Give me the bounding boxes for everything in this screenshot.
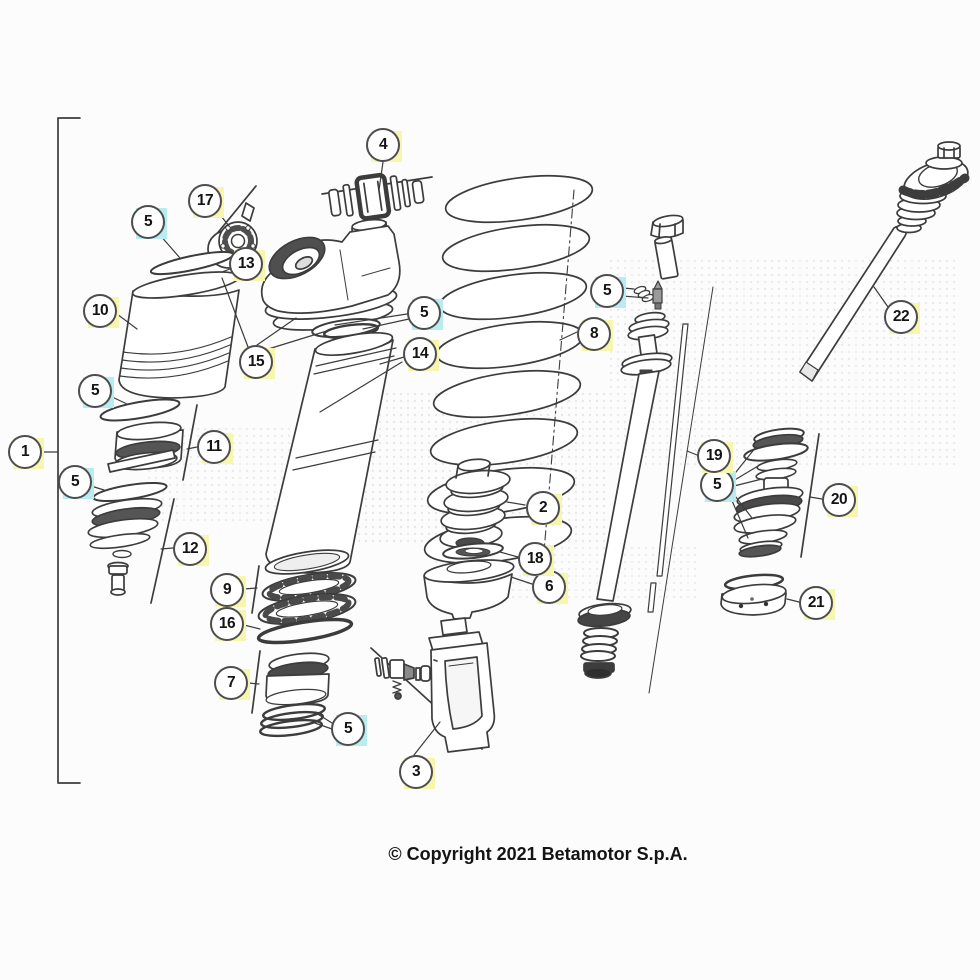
callout-12[interactable]: 12 xyxy=(173,532,209,566)
callout-7[interactable]: 7 xyxy=(214,666,250,700)
callout-number: 9 xyxy=(210,573,244,607)
spring-seat-part-6 xyxy=(423,559,515,620)
callout-number: 13 xyxy=(229,247,263,281)
leader-lines xyxy=(42,161,889,756)
callout-10[interactable]: 10 xyxy=(83,294,119,328)
callout-15[interactable]: 15 xyxy=(239,345,275,379)
bleed-screw xyxy=(374,657,431,700)
callout-5[interactable]: 5 xyxy=(131,205,167,239)
callout-number: 5 xyxy=(131,205,165,239)
callout-5[interactable]: 5 xyxy=(331,712,367,746)
callout-number: 19 xyxy=(697,439,731,473)
mounting-hardware-part-4 xyxy=(321,172,433,221)
seal-head-part-11 xyxy=(99,398,198,481)
o-rings-part-5-7 xyxy=(259,702,326,738)
callout-11[interactable]: 11 xyxy=(197,430,233,464)
callout-8[interactable]: 8 xyxy=(577,317,613,351)
callout-number: 5 xyxy=(590,274,624,308)
callout-9[interactable]: 9 xyxy=(210,573,246,607)
callout-17[interactable]: 17 xyxy=(188,184,224,218)
damper-body-part-14 xyxy=(264,331,397,575)
callout-number: 21 xyxy=(799,586,833,620)
callout-number: 14 xyxy=(403,337,437,371)
callout-number: 15 xyxy=(239,345,273,379)
rebound-adjuster-parts-part-5 xyxy=(633,214,684,310)
shaft-part-22 xyxy=(799,141,970,382)
callout-number: 2 xyxy=(526,491,560,525)
bracket-part-1 xyxy=(57,117,81,784)
callout-number: 16 xyxy=(210,607,244,641)
callout-number: 5 xyxy=(78,374,112,408)
copyright-text: © Copyright 2021 Betamotor S.p.A. xyxy=(388,844,688,864)
callout-5[interactable]: 5 xyxy=(58,465,94,499)
rebound-rod-assembly xyxy=(577,311,673,679)
callout-5[interactable]: 5 xyxy=(700,468,736,502)
callout-number: 5 xyxy=(331,712,365,746)
callout-number: 1 xyxy=(8,435,42,469)
callout-4[interactable]: 4 xyxy=(366,128,402,162)
piston-part-7 xyxy=(251,650,330,738)
callout-13[interactable]: 13 xyxy=(229,247,265,281)
bottom-plate-part-21 xyxy=(720,573,787,616)
washer-part-18 xyxy=(442,542,504,560)
callout-20[interactable]: 20 xyxy=(822,483,858,517)
callout-5[interactable]: 5 xyxy=(78,374,114,408)
callout-number: 18 xyxy=(518,542,552,576)
callout-22[interactable]: 22 xyxy=(884,300,920,334)
clevis-part-3 xyxy=(370,617,496,753)
callout-number: 20 xyxy=(822,483,856,517)
callout-19[interactable]: 19 xyxy=(697,439,733,473)
bump-stop-part-2 xyxy=(439,458,511,549)
callout-21[interactable]: 21 xyxy=(799,586,835,620)
callout-number: 5 xyxy=(58,465,92,499)
callout-number: 12 xyxy=(173,532,207,566)
callout-18[interactable]: 18 xyxy=(518,542,554,576)
callout-number: 5 xyxy=(407,296,441,330)
callout-number: 8 xyxy=(577,317,611,351)
outer-sleeve-part-10 xyxy=(118,250,241,399)
callout-number: 3 xyxy=(399,755,433,789)
needle-rod-part-19 xyxy=(647,286,714,694)
callout-number: 4 xyxy=(366,128,400,162)
callout-5[interactable]: 5 xyxy=(407,296,443,330)
callout-5[interactable]: 5 xyxy=(590,274,626,308)
callout-14[interactable]: 14 xyxy=(403,337,439,371)
callout-number: 7 xyxy=(214,666,248,700)
o-ring-part-16 xyxy=(256,617,354,645)
callout-number: 11 xyxy=(197,430,231,464)
callout-number: 10 xyxy=(83,294,117,328)
callout-16[interactable]: 16 xyxy=(210,607,246,641)
callout-number: 17 xyxy=(188,184,222,218)
callout-1[interactable]: 1 xyxy=(8,435,44,469)
piston-rings-part-9 xyxy=(251,565,357,625)
callout-2[interactable]: 2 xyxy=(526,491,562,525)
callout-number: 5 xyxy=(700,468,734,502)
head-assembly-part-15 xyxy=(260,218,401,331)
callout-number: 22 xyxy=(884,300,918,334)
seal-pack-part-12 xyxy=(87,481,175,604)
callout-3[interactable]: 3 xyxy=(399,755,435,789)
